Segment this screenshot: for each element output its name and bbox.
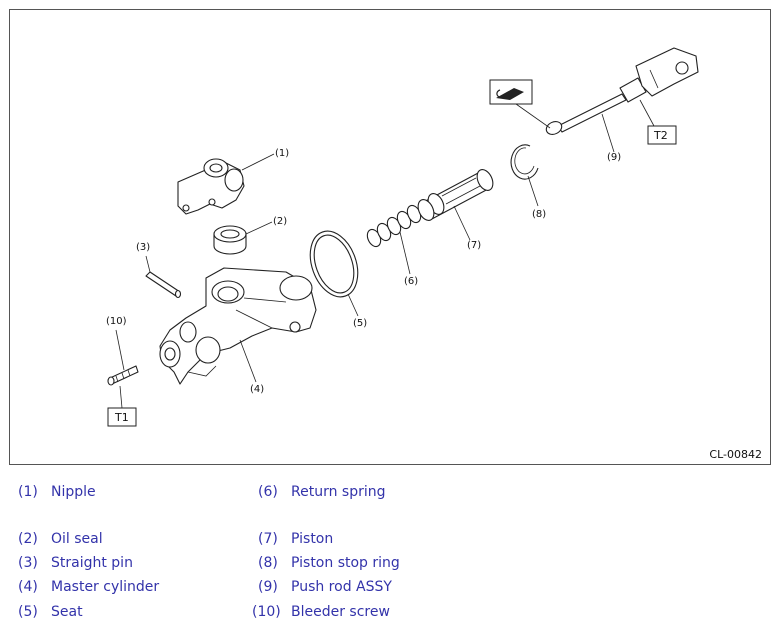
- callout-4: (4): [250, 384, 264, 395]
- callout-6: (6): [404, 276, 418, 287]
- bleeder-screw-part: [107, 365, 139, 386]
- legend-num-4: (4): [18, 579, 38, 595]
- leader-2: [245, 221, 273, 235]
- callout-3: (3): [136, 242, 150, 253]
- callout-8: (8): [532, 209, 546, 220]
- master-cylinder-part: [159, 267, 317, 385]
- legend-name-6: Return spring: [291, 484, 386, 500]
- piston-stop-ring-part: [510, 144, 539, 180]
- legend-num-9: (9): [258, 579, 278, 595]
- torque-label-t1: T1: [107, 407, 137, 427]
- grease-leader: [515, 103, 551, 129]
- svg-text:T1: T1: [114, 411, 129, 424]
- legend-num-1: (1): [18, 484, 38, 500]
- legend-num-7: (7): [258, 531, 278, 547]
- svg-text:T2: T2: [653, 129, 668, 142]
- leader-4: [239, 339, 257, 383]
- legend-name-4: Master cylinder: [51, 579, 160, 595]
- nipple-part: [177, 158, 245, 215]
- leader-7: [453, 205, 471, 241]
- callout-10: (10): [106, 316, 127, 327]
- leader-1: [241, 153, 275, 171]
- leader-t1: [119, 385, 123, 409]
- legend-num-10: (10): [252, 604, 281, 620]
- legend-num-6: (6): [258, 484, 278, 500]
- legend-num-3: (3): [18, 555, 38, 571]
- callout-5: (5): [353, 318, 367, 329]
- push-rod-part: [545, 47, 699, 135]
- legend-name-7: Piston: [291, 531, 334, 547]
- exploded-diagram: (1) (2) (3): [9, 9, 771, 465]
- leader-9: [601, 113, 615, 153]
- legend-num-5: (5): [18, 604, 38, 620]
- legend-name-1: Nipple: [51, 484, 96, 500]
- grease-icon: [489, 79, 533, 105]
- leader-8: [527, 175, 539, 207]
- legend-name-8: Piston stop ring: [291, 555, 400, 571]
- legend-name-10: Bleeder screw: [291, 604, 390, 620]
- seat-part: [309, 230, 359, 298]
- piston-part: [417, 169, 494, 221]
- leader-t2: [639, 99, 655, 127]
- leader-6: [399, 231, 411, 275]
- leader-5: [347, 293, 359, 317]
- oil-seal-part: [213, 225, 247, 255]
- diagram-canvas: (1) (2) (3): [106, 47, 699, 427]
- legend-name-9: Push rod ASSY: [291, 579, 392, 595]
- leader-10: [115, 329, 125, 371]
- straight-pin-part: [145, 271, 182, 299]
- leader-3: [145, 255, 151, 273]
- legend-num-2: (2): [18, 531, 38, 547]
- torque-label-t2: T2: [647, 125, 677, 145]
- callout-9: (9): [607, 152, 621, 163]
- legend-name-5: Seat: [51, 604, 83, 620]
- return-spring-part: [366, 204, 422, 248]
- legend-num-8: (8): [258, 555, 278, 571]
- callout-1: (1): [275, 148, 289, 159]
- callout-7: (7): [467, 240, 481, 251]
- legend-name-3: Straight pin: [51, 555, 133, 571]
- legend-name-2: Oil seal: [51, 531, 103, 547]
- figure-code: CL-00842: [709, 448, 762, 461]
- callout-2: (2): [273, 216, 287, 227]
